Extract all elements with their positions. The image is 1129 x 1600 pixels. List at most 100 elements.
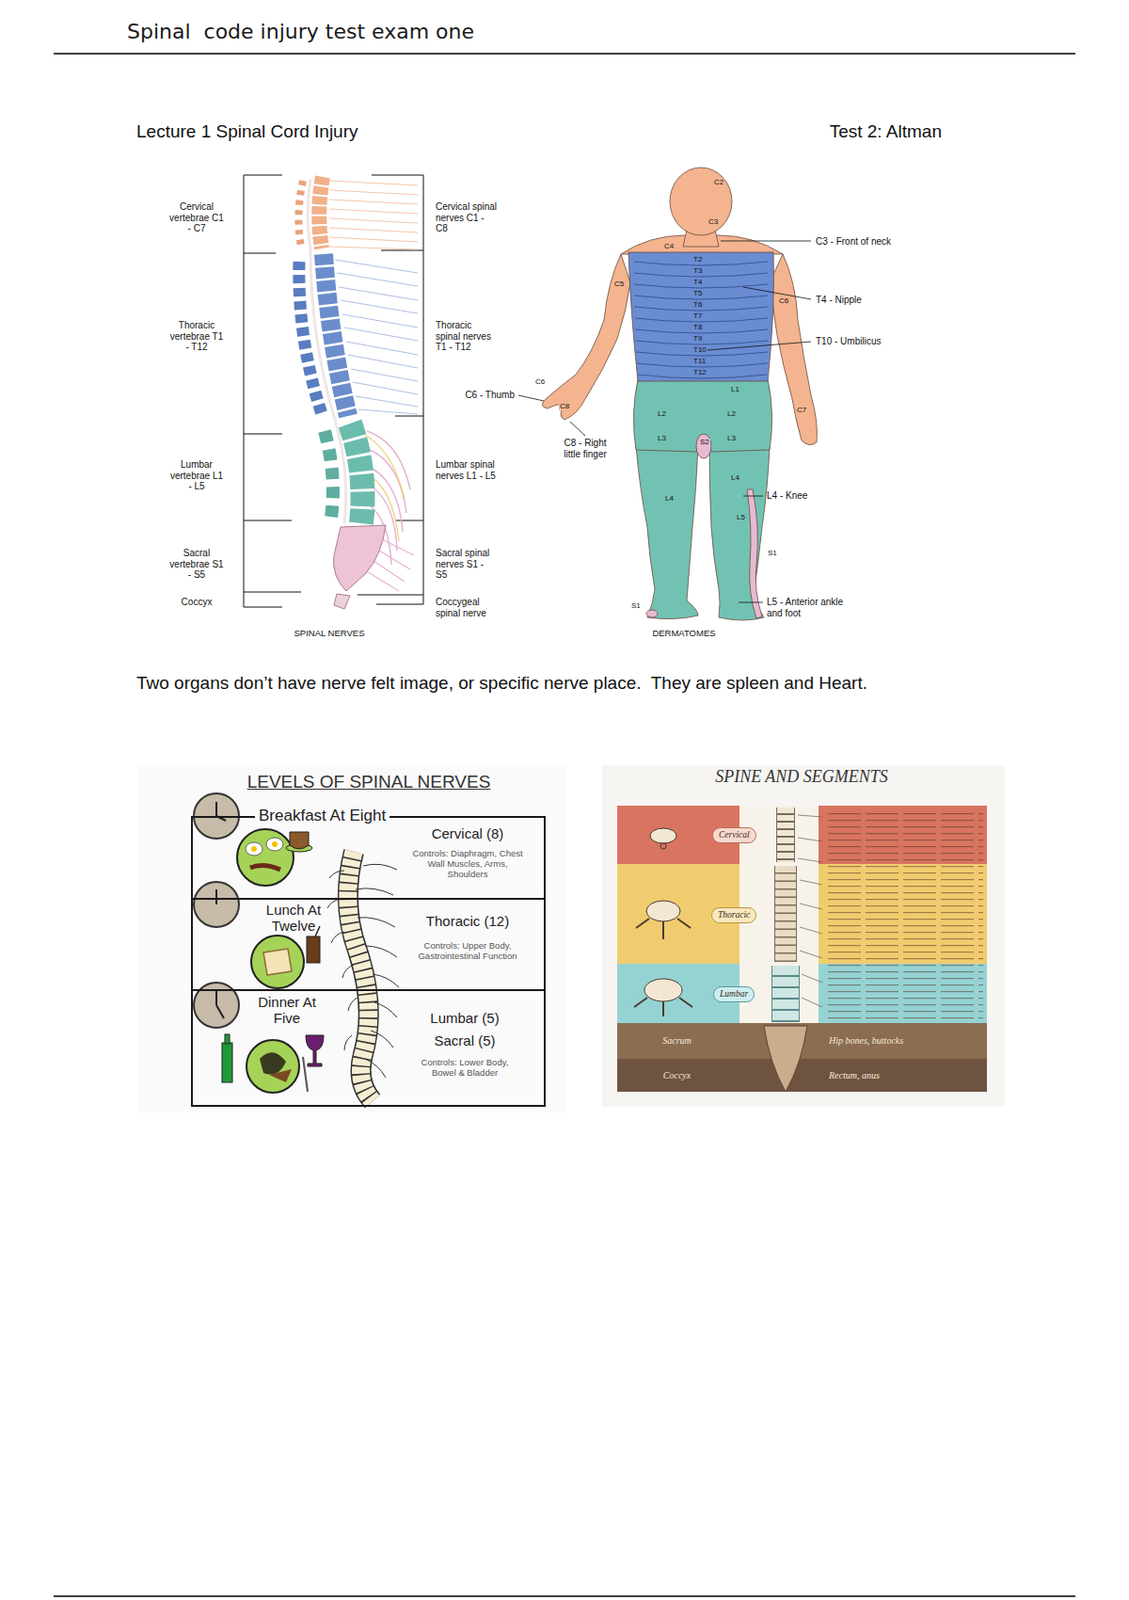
segment-band: Rectum, anus [821, 1058, 987, 1092]
clock-hands [216, 801, 226, 821]
dermatome-callout: T4 - Nipple [815, 294, 862, 306]
fork [302, 1056, 308, 1092]
vertebrae-label: Thoracic vertebrae T1 - T12 [168, 319, 225, 353]
lecture-heading: Lecture 1 Spinal Cord Injury [136, 121, 359, 143]
row-heading: Lunch At Twelve [253, 902, 334, 934]
region-name: Cervical (8) [392, 825, 543, 842]
vertebra-processes [324, 430, 334, 518]
region-name: Sacral (5) [389, 1032, 541, 1049]
left-leg [636, 445, 699, 620]
bacon [250, 864, 281, 870]
head [669, 167, 732, 236]
bottle [222, 1042, 233, 1082]
dermatome-code: T9 [692, 334, 703, 343]
dermatome-callout: L4 - Knee [766, 490, 808, 502]
plate [251, 935, 304, 988]
wine-glass [305, 1034, 324, 1066]
yolk [271, 841, 278, 847]
running-header: Spinal code injury test exam one [127, 19, 475, 44]
spine-vertebrae [772, 965, 799, 1022]
vertebra-sketch [634, 997, 693, 1017]
figure-ground [137, 764, 567, 1113]
page-rule [53, 53, 1076, 1596]
vertebra-sketch [644, 978, 683, 1002]
vertebra-sketch [660, 842, 667, 849]
dermatome-callout: C6 - Thumb [464, 389, 515, 401]
dermatome-code: C3 [707, 218, 719, 226]
vertebrae-label: Sacral vertebrae S1 - S5 [168, 547, 225, 581]
figure-caption: SPINAL NERVES [263, 628, 396, 639]
dermatome-code: L5 [735, 513, 747, 522]
segment-name: Hip bones, buttocks [828, 1034, 904, 1047]
spinal-nerves-figure [243, 174, 424, 609]
vertebra-sketch [650, 827, 677, 843]
plate [237, 828, 294, 886]
dermatome-code: C8 [558, 402, 571, 411]
plate [246, 1039, 300, 1093]
nerve-label: Sacral spinal nerves S1 - S5 [435, 547, 498, 581]
dermatome-figure [518, 167, 817, 621]
dermatome-code: T10 [692, 346, 708, 354]
segment-name: Coccyx [663, 1069, 691, 1082]
dermatome-code: T6 [692, 301, 703, 309]
vertebrae-label: Cervical vertebrae C1 - C7 [168, 201, 225, 235]
vertebrae-label: Coccyx [168, 596, 225, 608]
vertebra-bodies [318, 176, 323, 249]
dermatome-code: C7 [795, 406, 808, 414]
dermatome-code: L2 [656, 410, 668, 418]
dermatome-callout: C8 - Right little finger [555, 437, 616, 460]
spine-outline [348, 851, 373, 1101]
note-paragraph: Two organs don’t have nerve felt image, … [136, 672, 1087, 694]
page-rule-part [53, 1594, 1076, 1597]
bracket-line [243, 174, 302, 607]
leader-line [518, 240, 811, 603]
region-pill: Thoracic [711, 906, 757, 923]
foot-patch [646, 609, 658, 618]
coccyx-band [617, 1058, 987, 1092]
sandwich [263, 948, 292, 975]
coccyx-bone [333, 593, 350, 609]
nerve-label: Coccygeal spinal nerve [435, 596, 498, 619]
page-rule-part [53, 52, 1076, 55]
sacral-strip [747, 489, 763, 619]
dermatome-code: L4 [664, 494, 675, 503]
fine-print [825, 809, 984, 1019]
dinner-food [269, 1068, 292, 1082]
vertebra-processes [298, 180, 303, 247]
row-heading: Breakfast At Eight [254, 806, 390, 826]
dermatome-code: T5 [692, 289, 703, 298]
dermatome-callout: C3 - Front of neck [815, 236, 891, 248]
vertebra-bodies [323, 254, 349, 416]
region-name: Thoracic [717, 909, 750, 921]
right-leg [709, 445, 770, 621]
sacrum-bone [333, 524, 386, 591]
segments-figure [602, 764, 1005, 1107]
dermatome-code: S1 [766, 549, 779, 557]
dermatome-code: L2 [726, 410, 737, 418]
spine-outline [776, 807, 796, 862]
sacrum-bone [763, 1025, 808, 1092]
figure-title: LEVELS OF SPINAL NERVES [218, 771, 520, 793]
figure-ground [602, 764, 1005, 1107]
meal-row: Breakfast At EightCervical (8)Controls: … [190, 815, 546, 900]
dinner-food [259, 1051, 287, 1074]
vertebra-bodies [349, 423, 364, 524]
clock [193, 881, 239, 927]
segment-band: Sacrum [617, 1022, 737, 1059]
meal-row: Lunch At TwelveThoracic (12)Controls: Up… [190, 897, 546, 991]
spine-outline [771, 965, 800, 1022]
genital-area [696, 433, 712, 459]
region-name: Cervical [718, 829, 750, 841]
nerve-label: Lumbar spinal nerves L1 - L5 [435, 459, 498, 481]
egg [266, 837, 284, 851]
clock-hands [215, 889, 218, 905]
dermatome-code: C4 [663, 242, 675, 251]
segment-band: Hip bones, buttocks [821, 1022, 987, 1059]
nerve-label: Cervical spinal nerves C1 - C8 [435, 201, 498, 235]
segment-name: Rectum, anus [828, 1069, 880, 1082]
straw [315, 925, 320, 937]
nerve-label: Thoracic spinal nerves T1 - T12 [435, 319, 498, 353]
dermatome-lines [634, 261, 768, 379]
meal-row: Dinner At FiveLumbar (5)Sacral (5)Contro… [190, 988, 546, 1107]
